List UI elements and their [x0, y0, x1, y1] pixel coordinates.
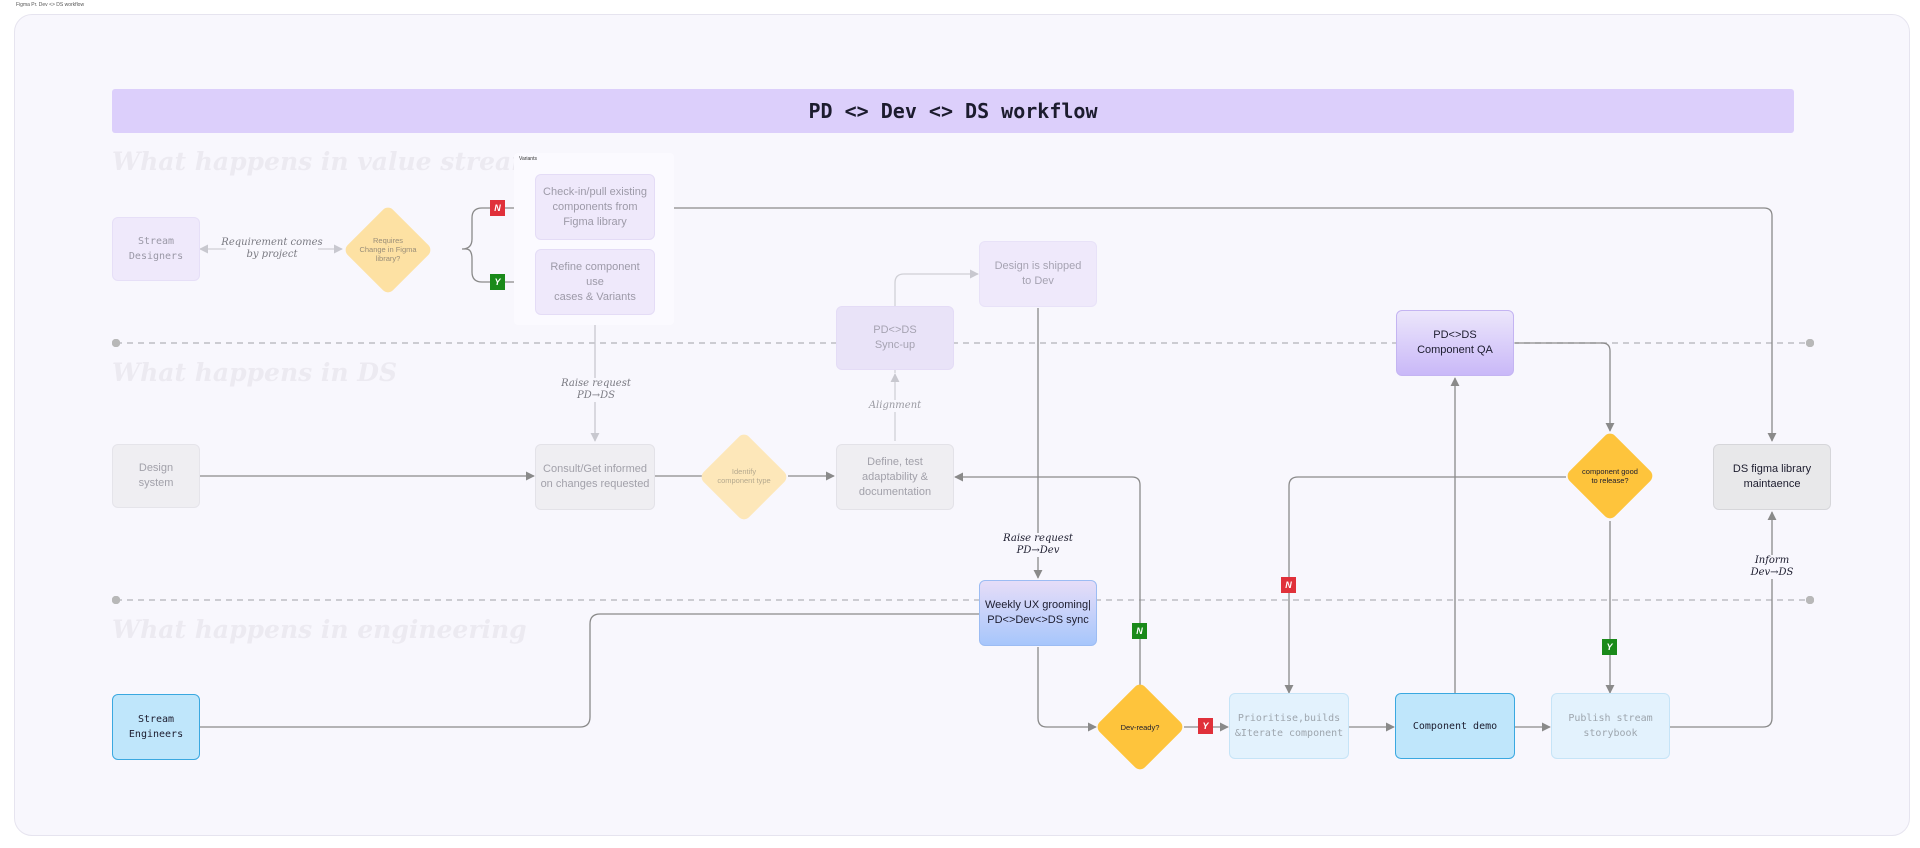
note-alignment: Alignment	[856, 400, 934, 412]
node-pd-ds-sync[interactable]: PD<>DS Sync-up	[836, 306, 954, 370]
tag-yes-requires-change: Y	[490, 274, 505, 290]
frame-label: Figma Pr. Dev <> DS workflow	[16, 2, 85, 8]
node-define-test[interactable]: Define, test adaptability & documentatio…	[836, 444, 954, 510]
node-prioritise[interactable]: Prioritise,builds &Iterate component	[1229, 693, 1349, 759]
node-consult[interactable]: Consult/Get informed on changes requeste…	[535, 444, 655, 510]
tag-yes-dev-ready: Y	[1198, 718, 1213, 734]
tag-yes-component-good: Y	[1602, 639, 1617, 655]
decision-component-good-label: component good to release?	[1582, 467, 1638, 485]
tag-no-dev-ready: N	[1132, 623, 1147, 639]
node-ds-library[interactable]: DS figma library maintaence	[1713, 444, 1831, 510]
lane-label-value-stream: What happens in value stream	[112, 147, 538, 176]
node-pd-ds-component-qa[interactable]: PD<>DS Component QA	[1396, 310, 1514, 376]
note-raise-pd-dev: Raise request PD→Dev	[990, 533, 1086, 557]
node-publish-storybook[interactable]: Publish stream storybook	[1551, 693, 1670, 759]
note-raise-pd-ds: Raise request PD→DS	[546, 378, 646, 402]
decision-identify-type-label: Identify component type	[717, 467, 771, 485]
lane-label-engineering: What happens in engineering	[112, 615, 527, 644]
node-weekly-ux-grooming[interactable]: Weekly UX grooming| PD<>Dev<>DS sync	[979, 580, 1097, 646]
node-design-shipped[interactable]: Design is shipped to Dev	[979, 241, 1097, 307]
lane-label-ds: What happens in DS	[112, 358, 398, 387]
decision-dev-ready-label: Dev-ready?	[1120, 722, 1160, 732]
node-component-demo[interactable]: Component demo	[1395, 693, 1515, 759]
variants-section-label: Variants	[519, 156, 537, 162]
note-inform-dev-ds: Inform Dev→DS	[1740, 555, 1804, 579]
decision-requires-change-label: Requires Change in Figma library?	[359, 235, 417, 263]
note-requirement: Requirement comes by project	[221, 237, 323, 260]
node-checkin-components[interactable]: Check-in/pull existing components from F…	[535, 174, 655, 240]
tag-no-requires-change: N	[490, 200, 505, 216]
node-stream-designers[interactable]: Stream Designers	[112, 217, 200, 281]
node-design-system[interactable]: Design system	[112, 444, 200, 508]
node-refine-component[interactable]: Refine component use cases & Variants	[535, 249, 655, 315]
tag-no-component-good: N	[1281, 577, 1296, 593]
node-stream-engineers[interactable]: Stream Engineers	[112, 694, 200, 760]
diagram-title: PD <> Dev <> DS workflow	[112, 89, 1794, 133]
